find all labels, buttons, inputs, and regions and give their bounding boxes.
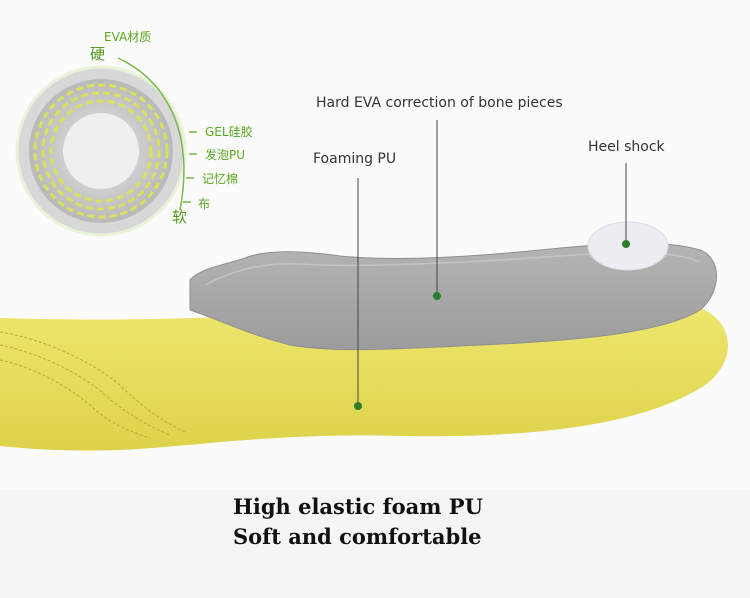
layer-detail-circle (15, 65, 187, 237)
heel-shock-callout: Heel shock (588, 139, 665, 155)
hard-label: 硬 (90, 45, 106, 63)
layer-label-gel: GEL硅胶 (205, 125, 253, 139)
caption-line-2: Soft and comfortable (233, 524, 482, 549)
hard-eva-callout: Hard EVA correction of bone pieces (316, 95, 563, 111)
layer-label-foaming-pu: 发泡PU (205, 148, 246, 162)
foaming-pu-callout: Foaming PU (313, 151, 397, 167)
soft-center (63, 113, 139, 189)
callout-lines (357, 120, 627, 404)
reflection-area (0, 490, 750, 598)
heel-shock-marker (622, 240, 630, 248)
soft-label: 软 (172, 208, 188, 226)
layer-label-fabric: 布 (198, 197, 211, 211)
foaming-pu-marker (354, 402, 362, 410)
eva-correction-piece (189, 242, 717, 351)
gel-pattern (33, 83, 169, 219)
layer-label-eva: EVA材质 (104, 30, 152, 44)
hardness-arc (117, 57, 185, 211)
arc-ticks (183, 131, 197, 203)
caption-line-1: High elastic foam PU (233, 494, 483, 519)
hard-eva-marker (433, 292, 441, 300)
layer-label-memory-foam: 记忆棉 (202, 172, 239, 186)
stitching (0, 331, 186, 439)
